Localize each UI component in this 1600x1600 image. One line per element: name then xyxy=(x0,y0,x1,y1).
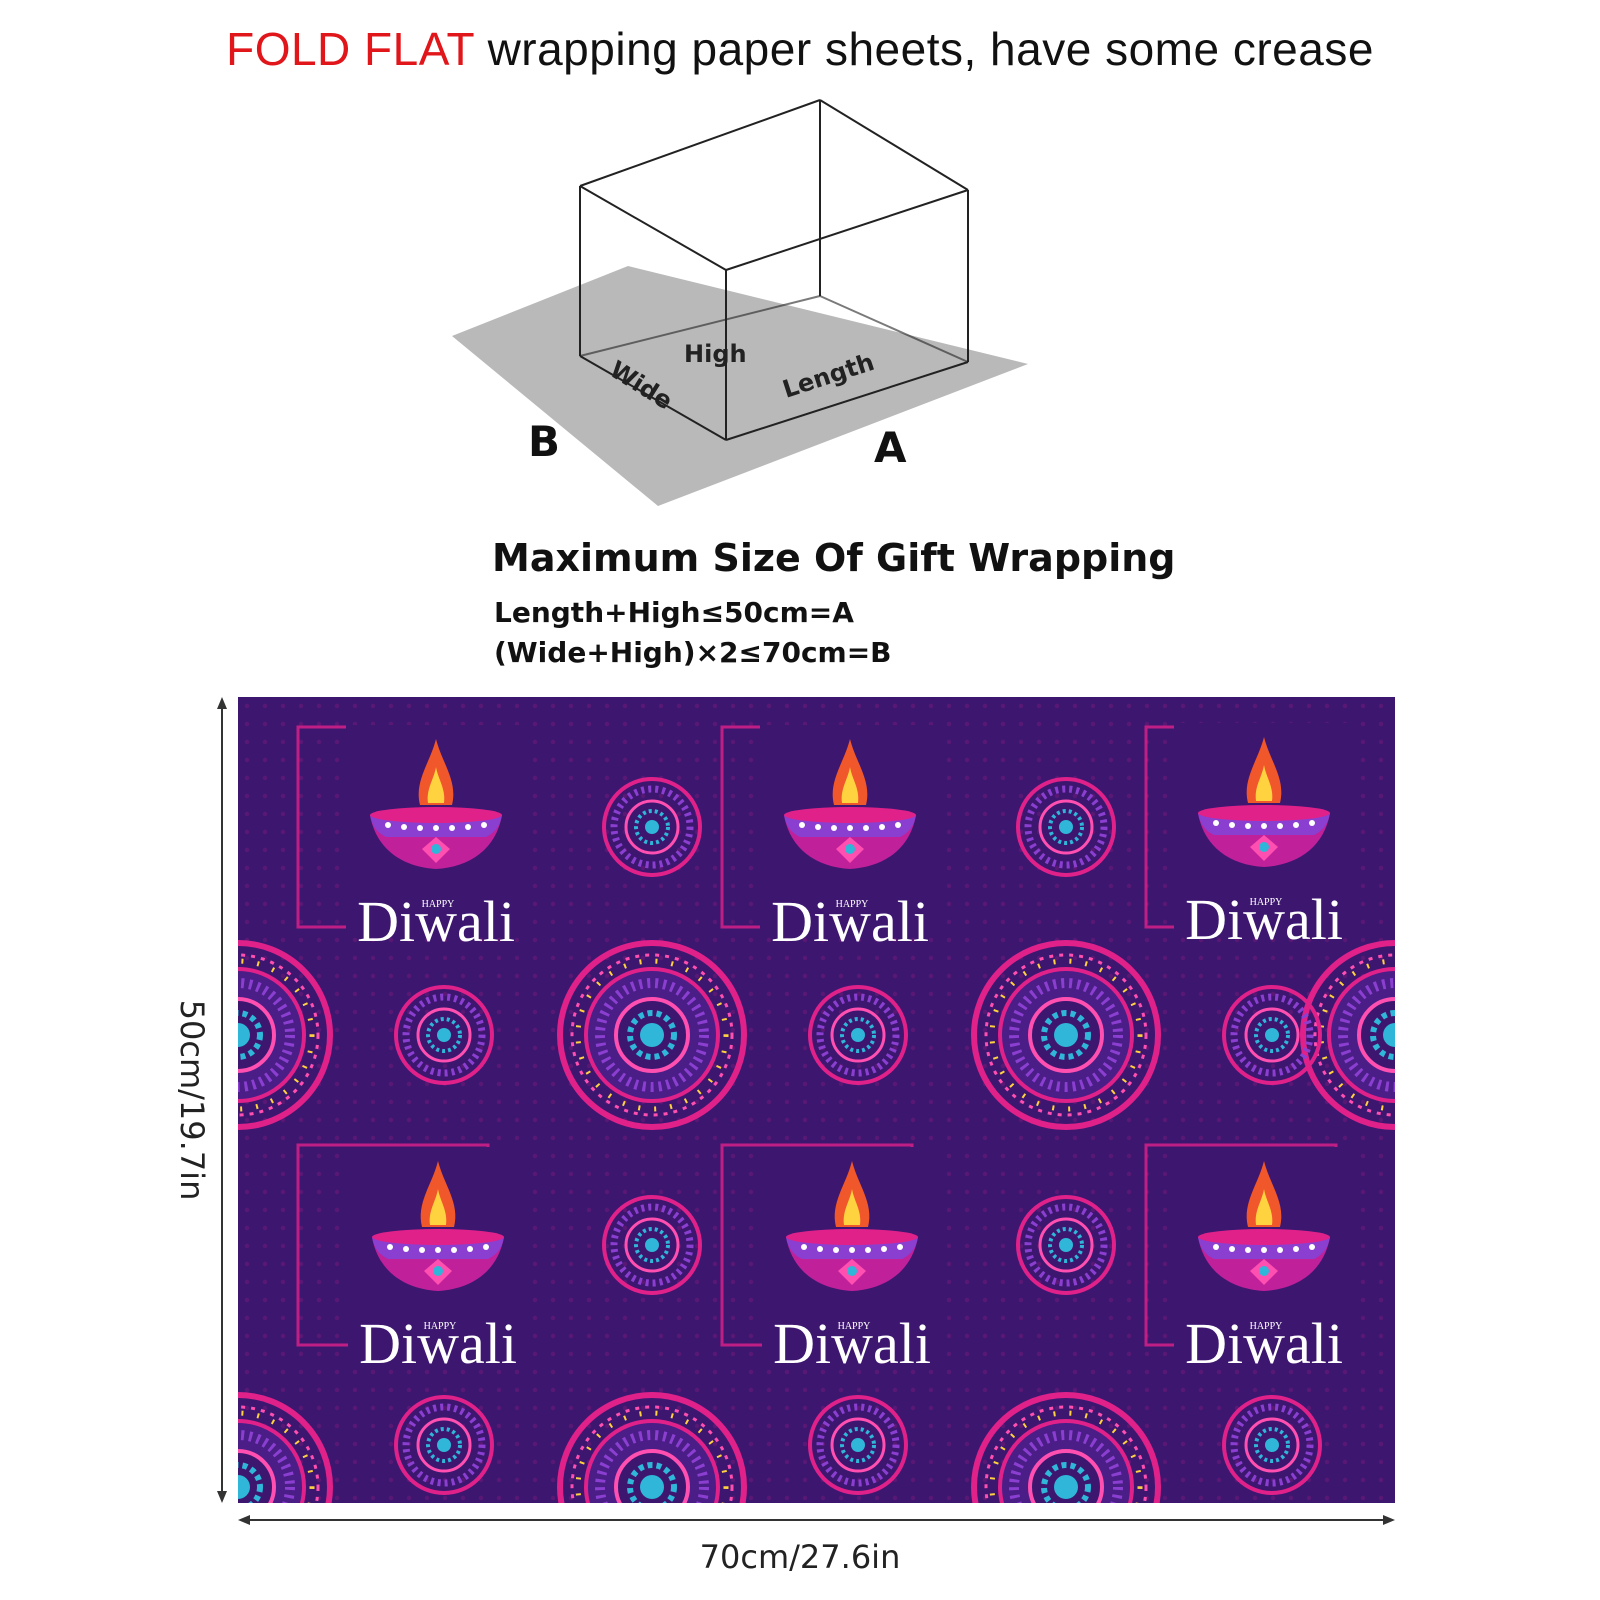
label-a: A xyxy=(874,423,907,472)
happy-text: HAPPY xyxy=(1250,1321,1283,1332)
diwali-tile: HAPPY Diwali xyxy=(1174,723,1354,952)
diwali-tile: HAPPY Diwali xyxy=(1174,1147,1354,1376)
diwali-tile: HAPPY Diwali xyxy=(762,1147,942,1376)
mandala-large xyxy=(560,943,744,1127)
headline: FOLD FLAT wrapping paper sheets, have so… xyxy=(0,22,1600,76)
width-label: 70cm/27.6in xyxy=(699,1538,901,1576)
mandala-large xyxy=(974,943,1158,1127)
max-size-title: Maximum Size Of Gift Wrapping xyxy=(492,536,1176,580)
diwali-text: Diwali xyxy=(1185,1311,1343,1376)
diwali-text: Diwali xyxy=(1185,887,1343,952)
diwali-text: Diwali xyxy=(771,889,929,954)
label-b: B xyxy=(528,417,560,466)
height-label: 50cm/19.7in xyxy=(173,999,211,1201)
diwali-text: Diwali xyxy=(359,1311,517,1376)
formula-a: Length+High≤50cm=A xyxy=(494,596,854,629)
height-dimension-line xyxy=(217,697,227,1503)
formula-b: (Wide+High)×2≤70cm=B xyxy=(494,636,892,669)
diwali-tile: HAPPY Diwali xyxy=(348,1147,528,1376)
happy-text: HAPPY xyxy=(422,899,455,910)
wrapping-sheet-shape xyxy=(452,266,1028,506)
happy-text: HAPPY xyxy=(424,1321,457,1332)
happy-text: HAPPY xyxy=(836,899,869,910)
headline-text: wrapping paper sheets, have some crease xyxy=(487,23,1374,75)
diwali-tile: HAPPY Diwali xyxy=(346,725,526,954)
wrapping-paper-sheet: HAPPY Diwali HAPPY Diwali HAPPY Diwali H… xyxy=(238,697,1395,1503)
width-dimension-line xyxy=(238,1515,1395,1525)
box-diagram: Wide High Length A B xyxy=(452,99,1028,506)
diwali-tile: HAPPY Diwali xyxy=(760,725,940,954)
happy-text: HAPPY xyxy=(838,1321,871,1332)
happy-text: HAPPY xyxy=(1250,897,1283,908)
diwali-text: Diwali xyxy=(357,889,515,954)
diwali-text: Diwali xyxy=(773,1311,931,1376)
label-high: High xyxy=(684,340,747,368)
headline-highlight: FOLD FLAT xyxy=(226,23,475,75)
